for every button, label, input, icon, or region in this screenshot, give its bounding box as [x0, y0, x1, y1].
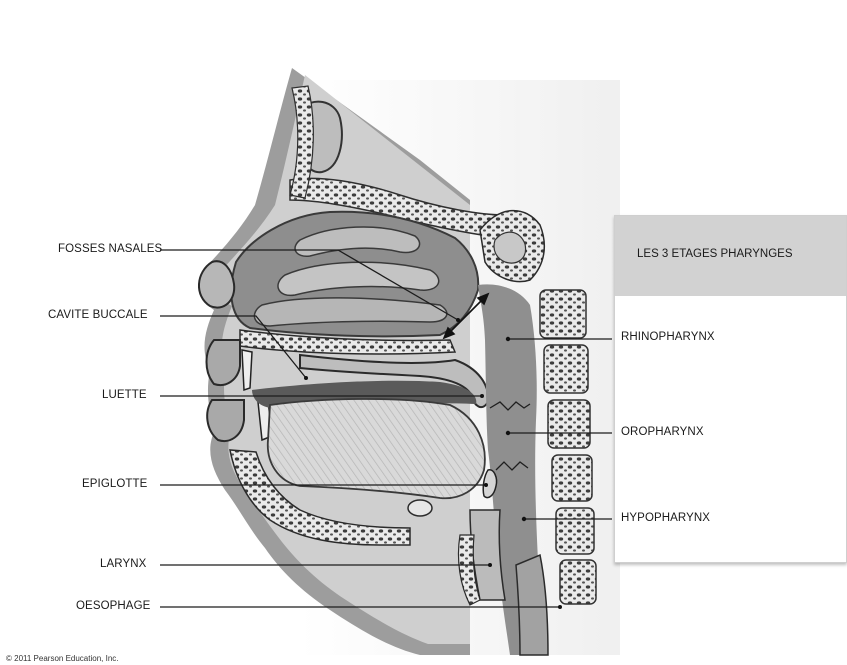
lower-lip — [207, 400, 244, 441]
label-luette: LUETTE — [102, 389, 147, 401]
sphenoid-sinus — [494, 232, 526, 263]
upper-incisor — [242, 350, 252, 390]
label-larynx: LARYNX — [100, 558, 146, 570]
pharynx-levels-panel: LES 3 ETAGES PHARYNGES — [614, 215, 847, 563]
label-cavite-buccale: CAVITE BUCCALE — [48, 309, 148, 321]
label-oropharynx: OROPHARYNX — [621, 426, 704, 438]
label-epiglotte: EPIGLOTTE — [82, 478, 147, 490]
panel-header: LES 3 ETAGES PHARYNGES — [615, 216, 846, 296]
panel-title: LES 3 ETAGES PHARYNGES — [637, 248, 793, 260]
upper-lip — [207, 340, 241, 385]
tongue — [268, 399, 485, 498]
label-hypopharynx: HYPOPHARYNX — [621, 512, 710, 524]
hyoid-bone — [408, 500, 432, 516]
nose-tip — [199, 261, 234, 307]
label-rhinopharynx: RHINOPHARYNX — [621, 331, 715, 343]
copyright-text: © 2011 Pearson Education, Inc. — [6, 654, 118, 663]
esophagus — [516, 555, 548, 655]
turbinate-inferior — [254, 298, 446, 326]
label-fosses-nasales: FOSSES NASALES — [58, 243, 162, 255]
label-oesophage: OESOPHAGE — [76, 600, 150, 612]
